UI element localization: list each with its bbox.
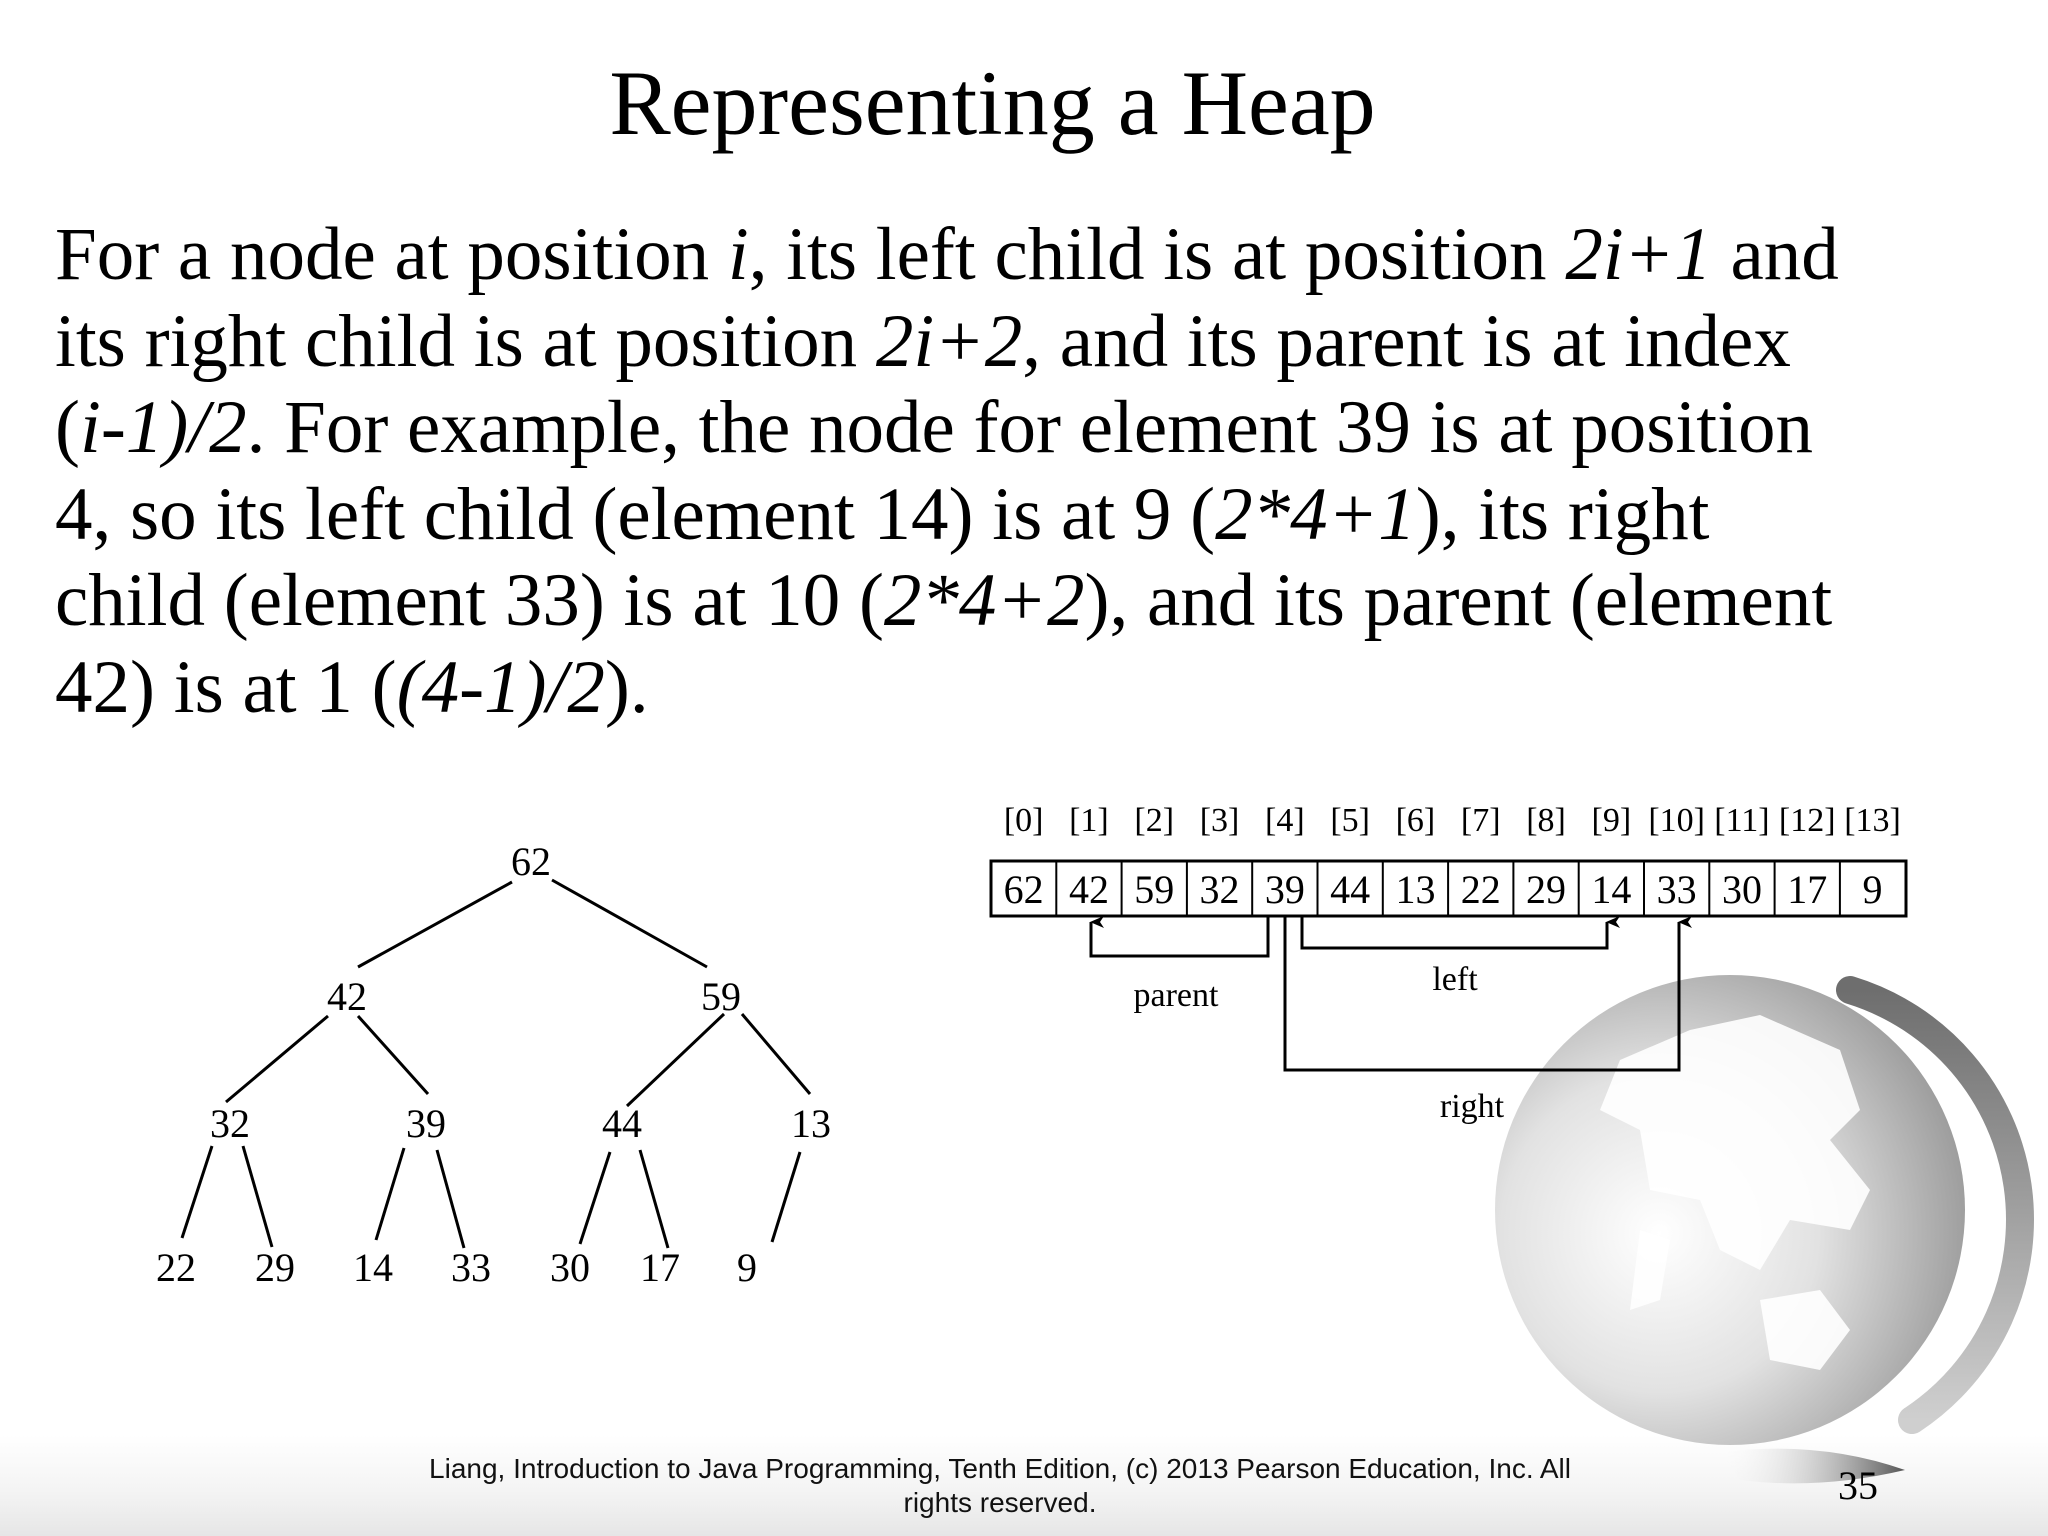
array-index-3: [3]: [1200, 802, 1240, 839]
footer-copyright: Liang, Introduction to Java Programming,…: [300, 1452, 1700, 1520]
array-cell-6: 13: [1395, 867, 1435, 912]
globe-icon: [1495, 975, 2034, 1484]
paragraph-line-5: child (element 33) is at 10 (2*4+2), and…: [55, 558, 2005, 645]
paragraph-line-1: For a node at position i, its left child…: [55, 212, 2005, 299]
paragraph-line-2: its right child is at position 2i+2, and…: [55, 299, 2005, 386]
tree-node-3: 32: [210, 1101, 250, 1146]
text-run: and: [1711, 213, 1839, 296]
array-cell-1: 42: [1069, 867, 1109, 912]
array-index-0: [0]: [1004, 802, 1044, 839]
array-index-1: [1]: [1069, 802, 1109, 839]
array-index-13: [13]: [1844, 802, 1901, 839]
array-cell-5: 44: [1330, 867, 1370, 912]
left-arrow: [1300, 916, 1620, 950]
right-label: right: [1440, 1088, 1505, 1125]
text-run: its right child is at position: [55, 299, 876, 383]
text-run: (: [55, 386, 80, 469]
paragraph-line-6: 42) is at 1 ((4-1)/2).: [55, 645, 2005, 732]
formula-run: (4-1)/2: [396, 645, 605, 729]
array-index-11: [11]: [1714, 802, 1769, 839]
array-index-2: [2]: [1134, 802, 1174, 839]
array-cell-0: 62: [1004, 867, 1044, 912]
text-run: . For example, the node for element 39 i…: [246, 386, 1813, 469]
array-index-9: [9]: [1592, 802, 1632, 839]
parent-label: parent: [1134, 977, 1220, 1014]
left-label: left: [1432, 961, 1478, 998]
array-cell-10: 33: [1657, 867, 1697, 912]
array-cell-2: 59: [1134, 867, 1174, 912]
footer-bar: [0, 1435, 2048, 1536]
text-run: ).: [604, 645, 649, 729]
formula-run: i-1)/2: [79, 386, 247, 469]
array-index-10: [10]: [1648, 802, 1705, 839]
paragraph-line-3: (i-1)/2. For example, the node for eleme…: [55, 385, 2005, 472]
array-cell-11: 30: [1722, 867, 1762, 912]
text-run: , its left child is at position: [748, 213, 1566, 296]
tree-node-10: 33: [451, 1245, 491, 1290]
tree-node-4: 39: [406, 1101, 446, 1146]
tree-nodes: 62 42 59 32 39 44 13 22 29 14 33 30 17 9: [156, 839, 831, 1290]
tree-node-11: 30: [550, 1245, 590, 1290]
formula-run: 2i+2: [875, 299, 1023, 383]
array-cell-12: 17: [1787, 867, 1827, 912]
text-run: ), its right: [1415, 472, 1710, 556]
tree-node-7: 22: [156, 1245, 196, 1290]
text-run: For a node at position: [55, 213, 728, 296]
tree-node-13: 9: [737, 1245, 757, 1290]
array-index-7: [7]: [1461, 802, 1501, 839]
array-indices: [0] [1] [2] [3] [4] [5] [6] [7] [8] [9] [10][11] [1…: [1004, 802, 1901, 839]
formula-run: i: [727, 213, 749, 296]
array-cell-4: 39: [1265, 867, 1305, 912]
text-run: 42) is at 1 (: [55, 645, 397, 729]
tree-edges: [180, 878, 812, 1249]
array-cells: 62 42 59 32 39 44 13 22 29 14 33 30 17 9: [1004, 861, 1883, 916]
footer-line-2: rights reserved.: [903, 1487, 1097, 1518]
array-index-12: [12]: [1779, 802, 1836, 839]
tree-node-6: 13: [791, 1101, 831, 1146]
footer-line-1: Liang, Introduction to Java Programming,…: [429, 1453, 1571, 1484]
array-cell-8: 29: [1526, 867, 1566, 912]
array-cell-9: 14: [1591, 867, 1631, 912]
tree-node-12: 17: [640, 1245, 680, 1290]
tree-node-5: 44: [602, 1101, 642, 1146]
text-run: , and its parent is at index: [1022, 299, 1791, 383]
text-run: ), and its parent (element: [1084, 559, 1833, 642]
paragraph-line-4: 4, so its left child (element 14) is at …: [55, 472, 2005, 559]
text-run: 4, so its left child (element 14) is at …: [55, 472, 1216, 556]
array-index-5: [5]: [1330, 802, 1370, 839]
text-run: child (element 33) is at 10 (: [55, 559, 884, 642]
tree-node-8: 29: [255, 1245, 295, 1290]
tree-node-9: 14: [353, 1245, 393, 1290]
array-cell-7: 22: [1461, 867, 1501, 912]
tree-node-0: 62: [511, 839, 551, 884]
tree-node-1: 42: [327, 974, 367, 1019]
formula-run: 2*4+1: [1215, 472, 1416, 556]
formula-run: 2i+1: [1565, 213, 1712, 296]
body-paragraph: For a node at position i, its left child…: [55, 212, 2005, 731]
array-cell-3: 32: [1200, 867, 1240, 912]
array-cell-13: 9: [1863, 867, 1883, 912]
tree-node-2: 59: [701, 974, 741, 1019]
slide-title: Representing a Heap: [609, 52, 1376, 154]
page-number: 35: [1838, 1463, 1878, 1508]
formula-run: 2*4+2: [883, 559, 1085, 642]
parent-arrow: [1089, 916, 1270, 958]
right-arrow: [1283, 916, 1692, 1072]
array-index-6: [6]: [1396, 802, 1436, 839]
array-index-8: [8]: [1526, 802, 1566, 839]
array-index-4: [4]: [1265, 802, 1305, 839]
